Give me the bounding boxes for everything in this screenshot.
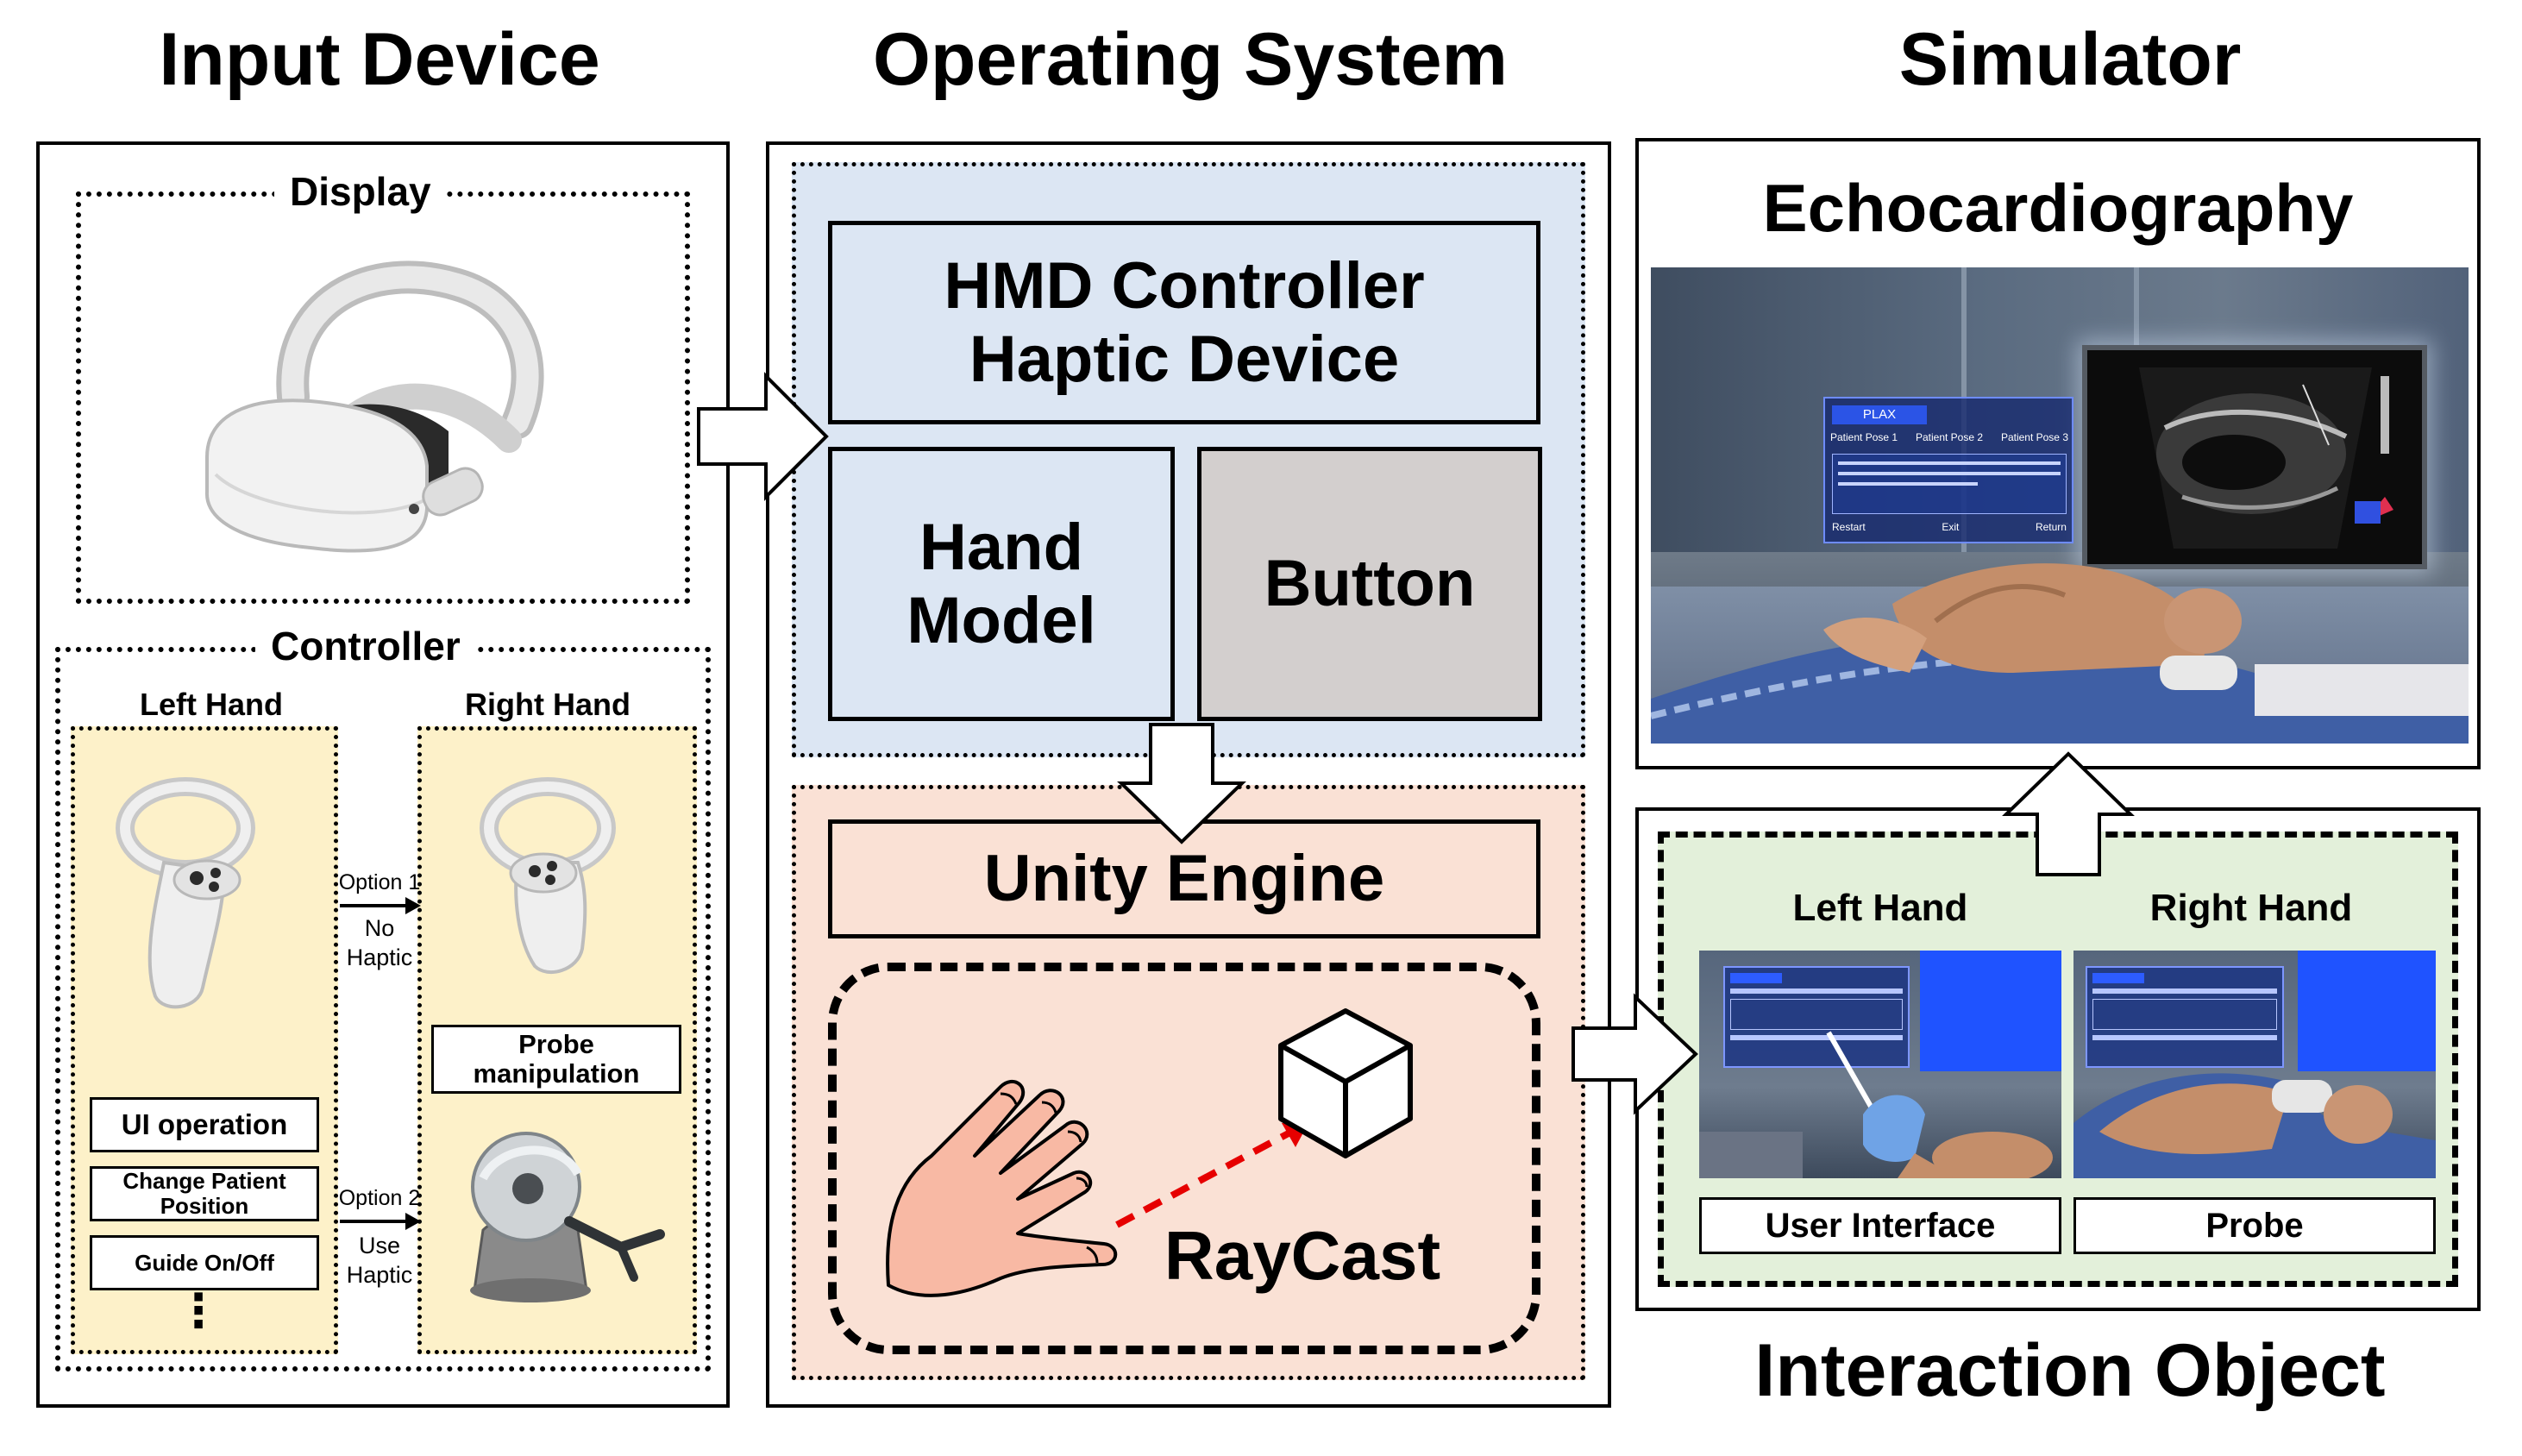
os-to-interaction-arrow — [1572, 993, 1698, 1115]
controller-label: Controller — [255, 623, 476, 669]
ui-return-button: Return — [2035, 521, 2067, 533]
operating-system-title: Operating System — [873, 18, 1508, 101]
button-box: Button — [1197, 447, 1542, 721]
hand-icon — [886, 1080, 1118, 1297]
simulator-title: Simulator — [1898, 18, 2242, 101]
option1-desc: No Haptic — [346, 915, 413, 970]
echocardiography-screenshot: PLAX Patient Pose 1 Patient Pose 2 Patie… — [1651, 267, 2469, 744]
interaction-right-hand-label: Right Hand — [2149, 887, 2353, 929]
probe-manipulation-button: Probe manipulation — [431, 1025, 681, 1094]
vr-headset-image — [204, 260, 544, 553]
ui-operation-button: UI operation — [90, 1097, 319, 1152]
cube-icon — [1278, 1008, 1413, 1158]
display-label: Display — [274, 169, 447, 214]
guide-onoff-button: Guide On/Off — [90, 1235, 319, 1290]
button-text: Button — [1264, 547, 1476, 621]
ui-exit-button: Exit — [1942, 521, 1960, 533]
right-controller-image — [480, 777, 616, 975]
interaction-to-simulator-arrow — [2002, 751, 2135, 876]
ui-restart-button: Restart — [1832, 521, 1866, 533]
raycast-box — [828, 963, 1540, 1354]
floating-ui-panel: PLAX Patient Pose 1 Patient Pose 2 Patie… — [1823, 397, 2073, 543]
change-patient-position-button: Change Patient Position — [90, 1166, 319, 1221]
ultrasound-monitor — [2082, 345, 2427, 569]
input-to-os-arrow — [697, 372, 829, 501]
option2-arrow — [340, 1213, 421, 1230]
ui-button-row: Restart Exit Return — [1832, 521, 2067, 538]
patient-figure — [1651, 563, 2469, 744]
right-hand-screenshot — [2073, 951, 2436, 1178]
ui-pose-3: Patient Pose 3 — [2000, 431, 2068, 443]
hmd-controller-box: HMD Controller Haptic Device — [828, 221, 1540, 424]
raycast-text: RayCast — [1164, 1217, 1441, 1294]
os-down-arrow — [1117, 723, 1246, 844]
haptic-device-image — [470, 1132, 665, 1302]
ui-pose-row: Patient Pose 1 Patient Pose 2 Patient Po… — [1830, 431, 2068, 449]
option2-desc: Use Haptic — [346, 1233, 413, 1288]
input-device-title: Input Device — [159, 18, 600, 101]
more-ellipsis: ⋮ — [175, 1285, 222, 1337]
left-controller-image — [116, 777, 255, 1009]
option1-arrow — [340, 897, 421, 914]
echocardiography-title: Echocardiography — [1762, 170, 2354, 246]
left-hand-screenshot — [1699, 951, 2061, 1178]
user-interface-label: User Interface — [1699, 1197, 2061, 1254]
ui-pose-1: Patient Pose 1 — [1830, 431, 1898, 443]
left-hand-label: Left Hand — [140, 687, 283, 722]
ui-text-area — [1832, 454, 2067, 514]
hand-model-text: Hand Model — [907, 510, 1096, 657]
interaction-object-title: Interaction Object — [1754, 1329, 2386, 1412]
probe-label: Probe — [2073, 1197, 2436, 1254]
interaction-left-hand-label: Left Hand — [1792, 887, 1968, 929]
hmd-controller-text: HMD Controller Haptic Device — [944, 248, 1425, 396]
right-hand-label: Right Hand — [465, 687, 630, 722]
ui-tab-plax: PLAX — [1832, 405, 1927, 424]
option2-title: Option 2 — [338, 1186, 421, 1210]
hand-model-box: Hand Model — [828, 447, 1175, 721]
unity-engine-text: Unity Engine — [983, 842, 1385, 916]
option1-title: Option 1 — [338, 870, 421, 894]
ui-pose-2: Patient Pose 2 — [1915, 431, 1984, 443]
